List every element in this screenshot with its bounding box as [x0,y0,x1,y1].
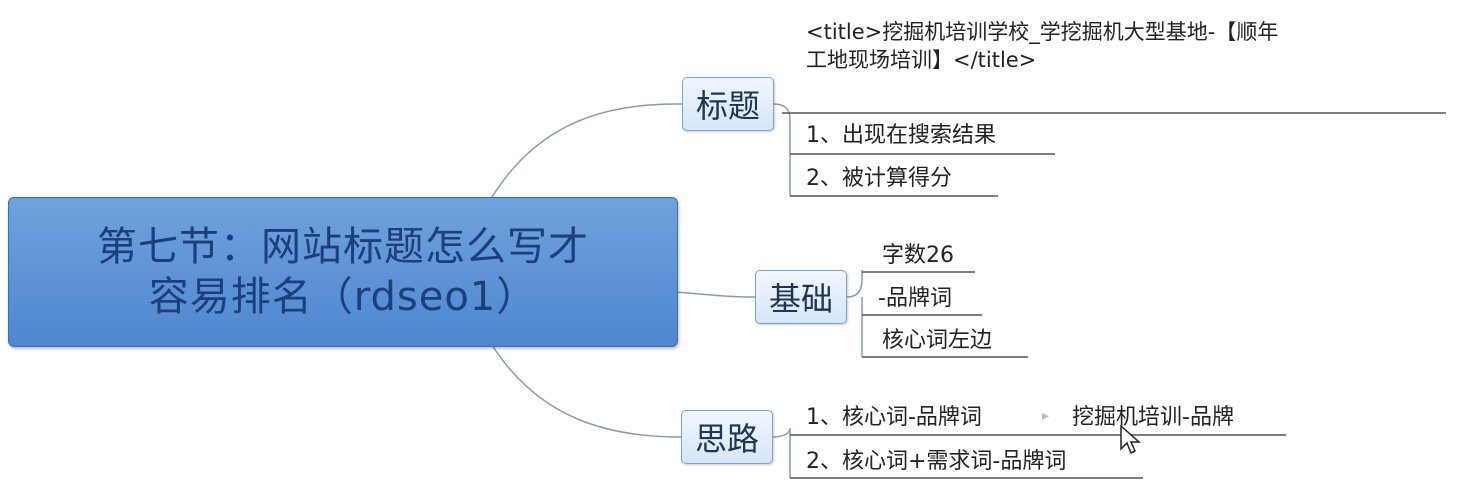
subtopic-jichu-item-2[interactable]: -品牌词 [878,286,952,311]
connector-biaoti-items [773,103,791,196]
subtopic-silu-item-1[interactable]: 1、核心词-品牌词 [806,405,982,430]
connector-silu-items [772,427,791,478]
subtopic-title-tag[interactable]: <title>挖掘机培训学校_学挖掘机大型基地-【顺年 工地现场培训】</tit… [806,18,1446,74]
subtopic-silu-example[interactable]: 挖掘机培训-品牌 [1072,405,1234,430]
central-topic-line-1: 第七节：网站标题怎么写才 [97,224,589,270]
topic-biaoti[interactable]: 标题 [682,77,774,131]
connector-central-jichu [675,291,756,298]
title-tag-line-2: 工地现场培训】</title> [806,48,1037,72]
arrow-right-icon: ▸ [1042,408,1050,424]
subtopic-biaoti-item-1[interactable]: 1、出现在搜索结果 [806,123,996,148]
topic-silu[interactable]: 思路 [681,410,773,464]
central-topic-text: 第七节：网站标题怎么写才 容易排名（rdseo1） [33,222,653,322]
connector-central-silu [491,344,682,438]
subtopic-jichu-item-1[interactable]: 字数26 [882,243,954,268]
central-topic-line-2: 容易排名（rdseo1） [148,274,538,320]
subtopic-jichu-item-3[interactable]: 核心词左边 [882,328,993,353]
subtopic-silu-item-2[interactable]: 2、核心词+需求词-品牌词 [806,449,1067,474]
central-topic[interactable]: 第七节：网站标题怎么写才 容易排名（rdseo1） [8,197,678,347]
connector-central-biaoti [491,103,683,198]
subtopic-biaoti-item-2[interactable]: 2、被计算得分 [806,166,952,191]
mouse-cursor-icon [1120,425,1141,455]
topic-jichu[interactable]: 基础 [755,270,847,324]
connector-jichu-items [846,270,863,357]
title-tag-line-1: <title>挖掘机培训学校_学挖掘机大型基地-【顺年 [806,20,1279,44]
